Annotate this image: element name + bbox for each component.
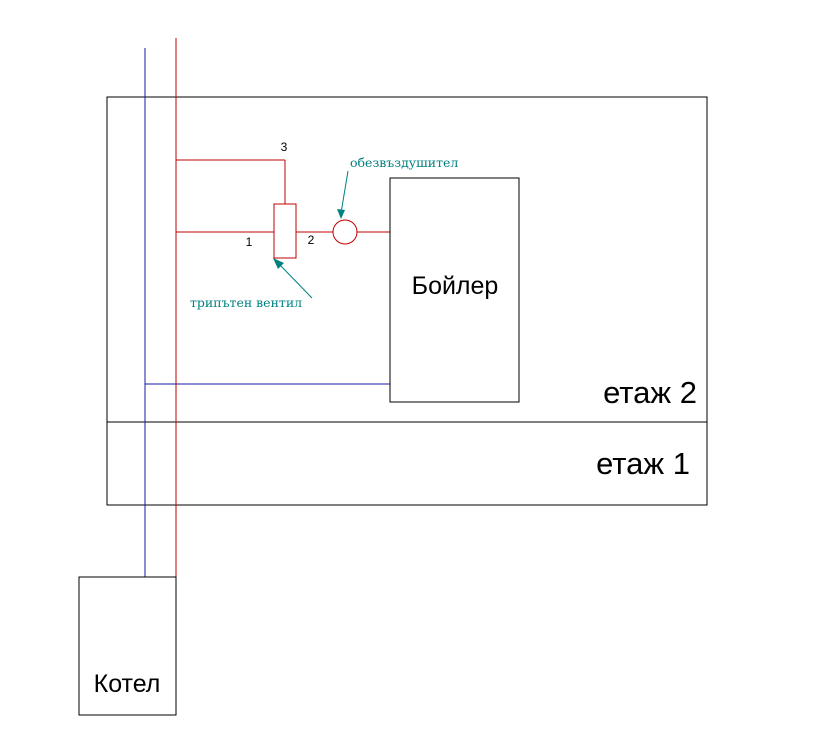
valve-note: трипътен вентил — [190, 295, 302, 310]
building-outline — [106, 96, 708, 506]
air-vent-arrow-icon — [337, 209, 345, 219]
boiler-label: Бойлер — [412, 272, 499, 300]
port-2-label: 2 — [308, 233, 315, 247]
air-vent — [332, 219, 358, 245]
valve-leader — [278, 263, 313, 299]
three-way-valve — [273, 203, 297, 259]
floor2-label: етаж 2 — [603, 375, 697, 410]
kotel-label: Котел — [94, 670, 161, 698]
port-1-label: 1 — [246, 235, 253, 249]
air-vent-leader — [340, 170, 349, 214]
floor1-label: етаж 1 — [596, 446, 690, 481]
boiler-box — [389, 177, 520, 403]
kotel-box — [78, 576, 177, 716]
port-3-label: 3 — [281, 140, 288, 154]
valve-arrow-icon — [273, 258, 284, 269]
air-vent-note: обезвъздушител — [350, 155, 458, 170]
